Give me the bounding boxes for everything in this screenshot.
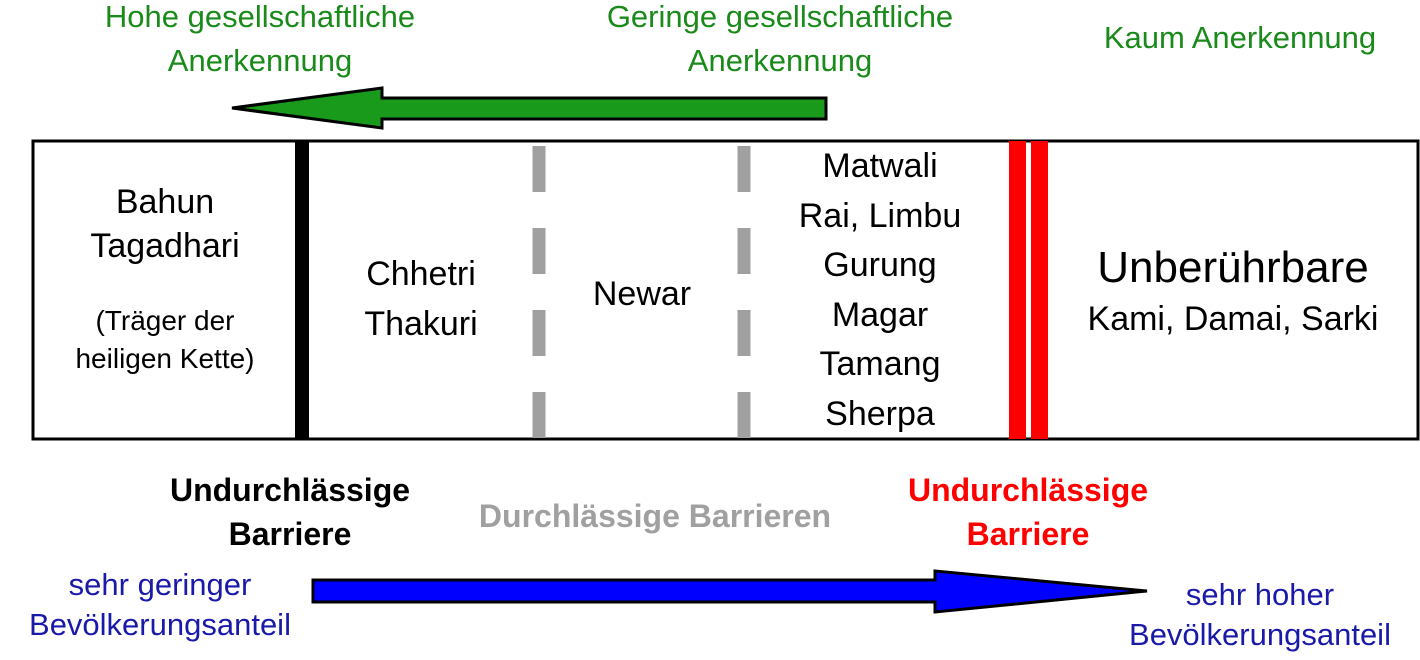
red-barrier-line-1 [1009,141,1026,439]
untouchable-subtitle: Kami, Damai, Sarki [1087,300,1379,338]
low-population-label: sehr geringer Bevölkerungsanteil [29,567,291,642]
newar-cell: Newar [547,270,737,318]
matwali-item: Sherpa [825,394,935,433]
untouchable-title: Unberührbare [1097,243,1369,292]
red-barrier-label: Undurchlässige Barriere [907,472,1149,552]
grey-barrier-label: Durchlässige Barrieren [478,498,832,534]
matwali-item: Magar [831,295,929,334]
chhetri-name: Chhetri [366,255,476,293]
bahun-note-1: (Träger der [95,305,235,336]
matwali-item: Tamang [819,345,941,383]
matwali-item: Matwali [822,147,938,185]
high-population-label: sehr hoher Bevölkerungsanteil [1129,577,1391,652]
thakuri-name: Thakuri [364,305,478,343]
no-recognition-label: Kaum Anerkennung [1103,20,1377,55]
bahun-cell: Bahun Tagadhari (Träger der heiligen Ket… [36,180,294,378]
untouchable-cell: Unberührbare Kami, Damai, Sarki [1050,240,1416,342]
matwali-item: Rai, Limbu [798,196,962,235]
chhetri-cell: Chhetri Thakuri [310,249,532,349]
recognition-arrow [231,86,828,130]
matwali-cell: Matwali Rai, Limbu Gurung Magar Tamang S… [755,142,1005,439]
population-arrow [311,569,1148,614]
low-recognition-label: Geringe gesellschaftliche Anerkennung [606,0,954,78]
black-barrier-line [295,141,309,439]
red-barrier-line-2 [1031,141,1048,439]
caste-box [31,139,1420,441]
high-recognition-label: Hohe gesellschaftliche Anerkennung [104,0,416,78]
bahun-name: Bahun [115,183,215,221]
bahun-note-2: heiligen Kette) [75,343,255,374]
tagadhari-name: Tagadhari [90,227,240,265]
matwali-item: Gurung [823,246,937,284]
black-barrier-label: Undurchlässige Barriere [169,472,411,552]
newar-name: Newar [592,275,692,313]
